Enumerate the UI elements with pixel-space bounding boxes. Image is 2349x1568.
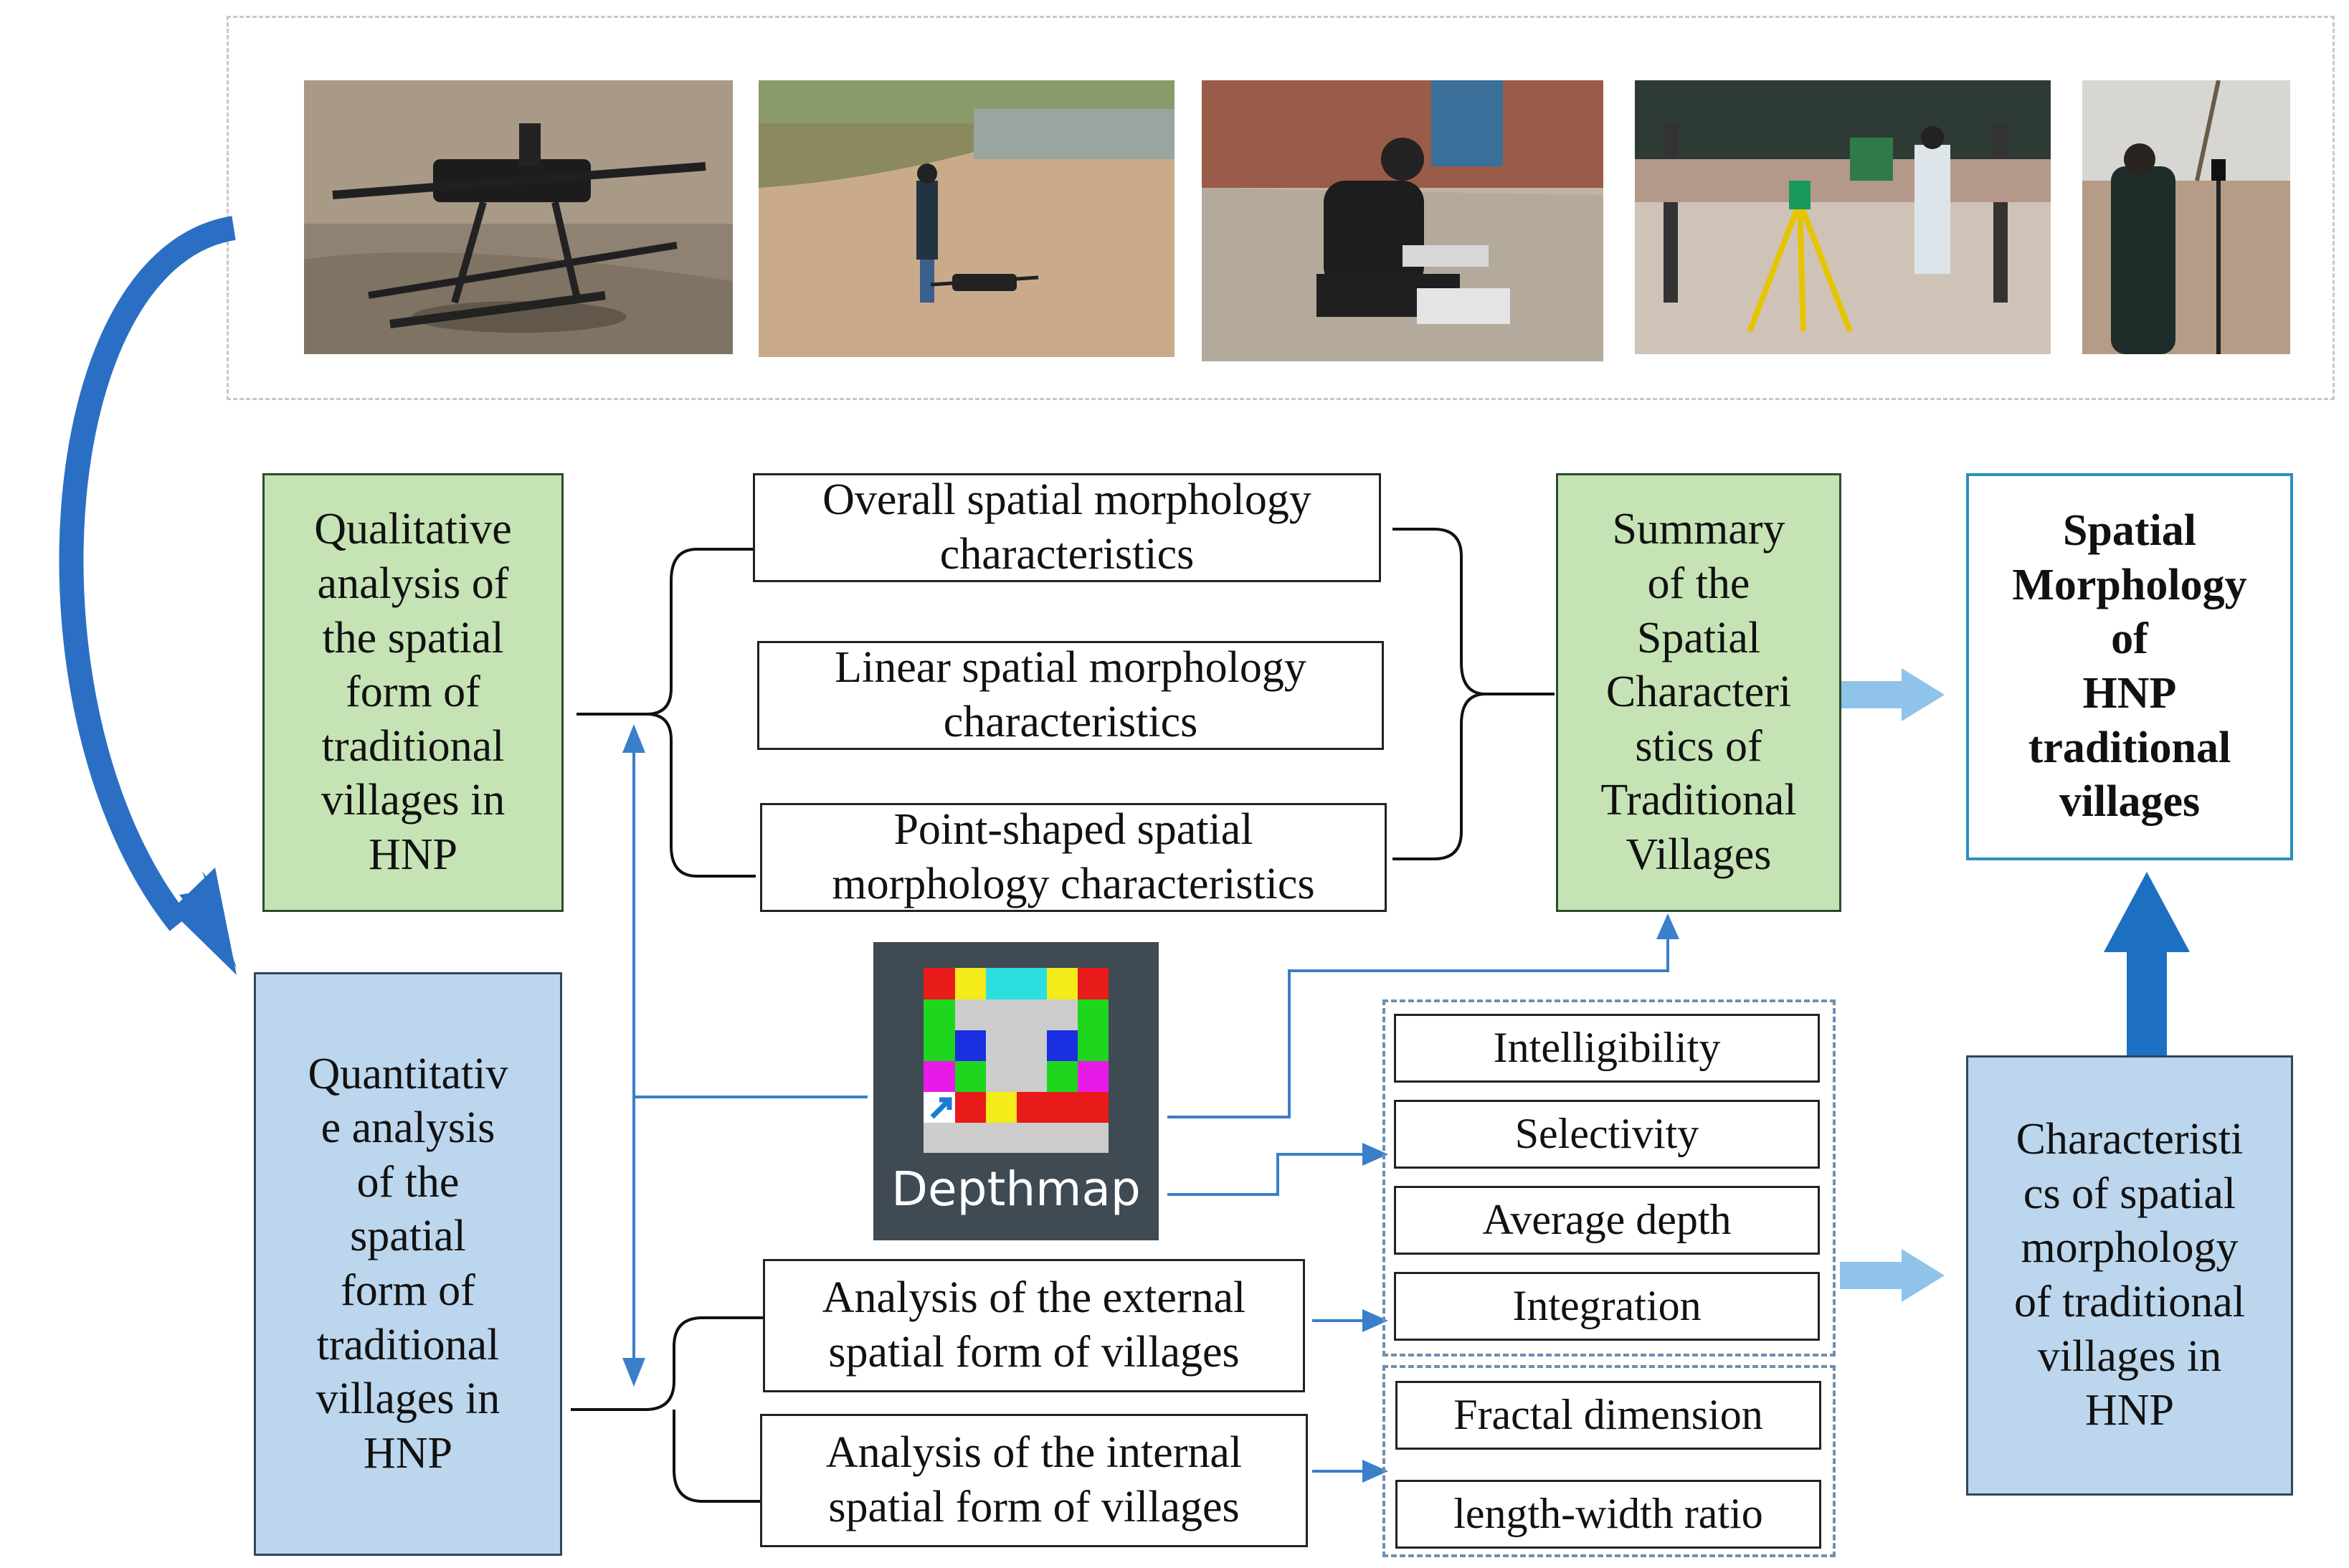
- metric-selectivity-label: Selectivity: [1514, 1110, 1699, 1158]
- metric-length-width-ratio-box: length-width ratio: [1395, 1480, 1821, 1549]
- metric-intelligibility-label: Intelligibility: [1493, 1024, 1721, 1072]
- bracket-qualitative: [576, 548, 756, 878]
- metric-fractal-dimension-label: Fractal dimension: [1453, 1391, 1763, 1439]
- point-morphology-label: Point-shaped spatial morphology characte…: [832, 805, 1315, 908]
- characteristics-to-result-arrow: [2104, 872, 2190, 952]
- characteristics-box: Characteristi cs of spatial morphology o…: [1966, 1055, 2293, 1496]
- quantitative-analysis-label: Quantitativ e analysis of the spatial fo…: [308, 1049, 508, 1478]
- bracket-summary: [1392, 528, 1555, 860]
- metric-average-depth-box: Average depth: [1394, 1186, 1820, 1255]
- qualitative-analysis-label: Qualitative analysis of the spatial form…: [314, 505, 512, 880]
- internal-analysis-label: Analysis of the internal spatial form of…: [825, 1428, 1243, 1531]
- metrics-group-space-syntax: [1382, 999, 1836, 1356]
- photo-person-preparing-drone: [1202, 80, 1603, 361]
- bracket-quantitative: [571, 1316, 764, 1503]
- linear-morphology-label: Linear spatial morphology characteristic…: [835, 643, 1306, 746]
- depthmap-grid-icon: [924, 968, 1109, 1153]
- metric-integration-label: Integration: [1512, 1282, 1702, 1330]
- metric-integration-box: Integration: [1394, 1272, 1820, 1341]
- summary-label: Summary of the Spatial Characteri stics …: [1600, 505, 1797, 880]
- overall-morphology-box: Overall spatial morphology characteristi…: [753, 473, 1381, 582]
- linear-morphology-box: Linear spatial morphology characteristic…: [757, 641, 1384, 750]
- metric-length-width-ratio-label: length-width ratio: [1453, 1490, 1763, 1538]
- summary-to-result-arrow: [1902, 668, 1945, 721]
- external-analysis-box: Analysis of the external spatial form of…: [763, 1259, 1305, 1392]
- depthmap-to-metrics: [1167, 1153, 1362, 1196]
- quantitative-analysis-box: Quantitativ e analysis of the spatial fo…: [254, 972, 562, 1556]
- depthmap-app-icon: Depthmap: [873, 942, 1159, 1240]
- photo-surveying-instrument: [1635, 80, 2051, 354]
- metric-selectivity-box: Selectivity: [1394, 1100, 1820, 1169]
- metrics-to-characteristics-arrow: [1902, 1249, 1945, 1302]
- internal-analysis-box: Analysis of the internal spatial form of…: [760, 1414, 1308, 1547]
- metric-intelligibility-box: Intelligibility: [1394, 1014, 1820, 1083]
- overall-morphology-label: Overall spatial morphology characteristi…: [822, 475, 1311, 579]
- summary-box: Summary of the Spatial Characteri stics …: [1556, 473, 1841, 912]
- photo-person-flying-drone: [759, 80, 1174, 357]
- qualitative-analysis-box: Qualitative analysis of the spatial form…: [262, 473, 564, 912]
- external-analysis-label: Analysis of the external spatial form of…: [822, 1273, 1246, 1377]
- result-label: Spatial Morphology of HNP traditional vi…: [2012, 506, 2247, 827]
- photo-drone-on-ground: [304, 80, 733, 354]
- photo-person-with-pole: [2082, 80, 2290, 354]
- metric-fractal-dimension-box: Fractal dimension: [1395, 1381, 1821, 1450]
- depthmap-label: Depthmap: [891, 1161, 1141, 1217]
- characteristics-label: Characteristi cs of spatial morphology o…: [2014, 1115, 2245, 1435]
- point-morphology-box: Point-shaped spatial morphology characte…: [760, 803, 1387, 912]
- big-curved-arrow: [59, 216, 236, 931]
- metrics-group-form: [1382, 1365, 1836, 1557]
- metric-average-depth-label: Average depth: [1482, 1196, 1732, 1244]
- result-box: Spatial Morphology of HNP traditional vi…: [1966, 473, 2293, 860]
- field-photo-strip: [227, 16, 2335, 400]
- depthmap-to-summary: [1167, 932, 1669, 1118]
